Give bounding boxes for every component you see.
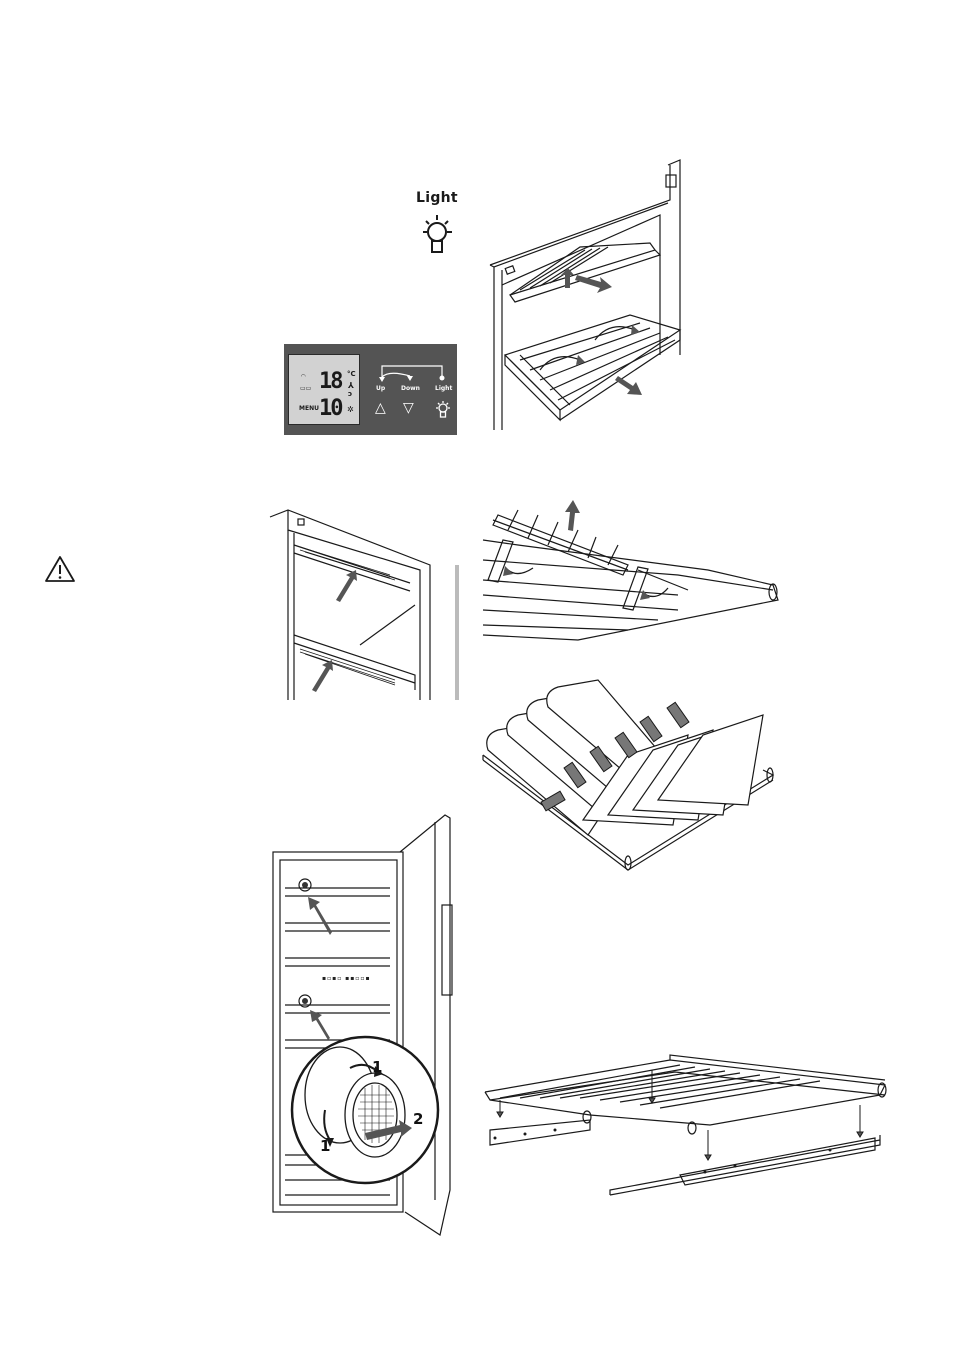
interior-display-strip: ▪▫▪▫ ▪▪▫▫▪	[322, 975, 371, 982]
shelf-rail-illustration	[480, 1050, 890, 1200]
down-button[interactable]: ▽	[403, 400, 414, 416]
panel-button-arrows	[284, 344, 457, 435]
step-1-label-bottom: 1	[320, 1137, 330, 1155]
fan-cover-illustration	[270, 505, 460, 700]
light-button-label: Light	[435, 385, 452, 392]
bottle-holder-illustration	[478, 500, 788, 650]
bottle-shelf-illustration	[478, 675, 778, 875]
fan-filter-cabinet-illustration	[270, 810, 460, 1240]
step-1-label-top: 1	[372, 1058, 382, 1076]
step-2-label: 2	[413, 1110, 423, 1128]
up-button-label: Up	[376, 385, 385, 392]
light-button[interactable]	[434, 400, 452, 420]
light-bulb-icon	[420, 212, 456, 258]
down-button-label: Down	[401, 385, 420, 392]
up-button[interactable]: △	[375, 400, 386, 416]
control-panel: ◠ ▭▭ MENU 18 10 °C ⅄ ↄ ✲ Up Down Light △…	[284, 344, 457, 435]
warning-triangle-icon	[44, 555, 76, 583]
cabinet-sliding-shelves-illustration	[480, 155, 690, 435]
light-label: Light	[416, 190, 458, 206]
